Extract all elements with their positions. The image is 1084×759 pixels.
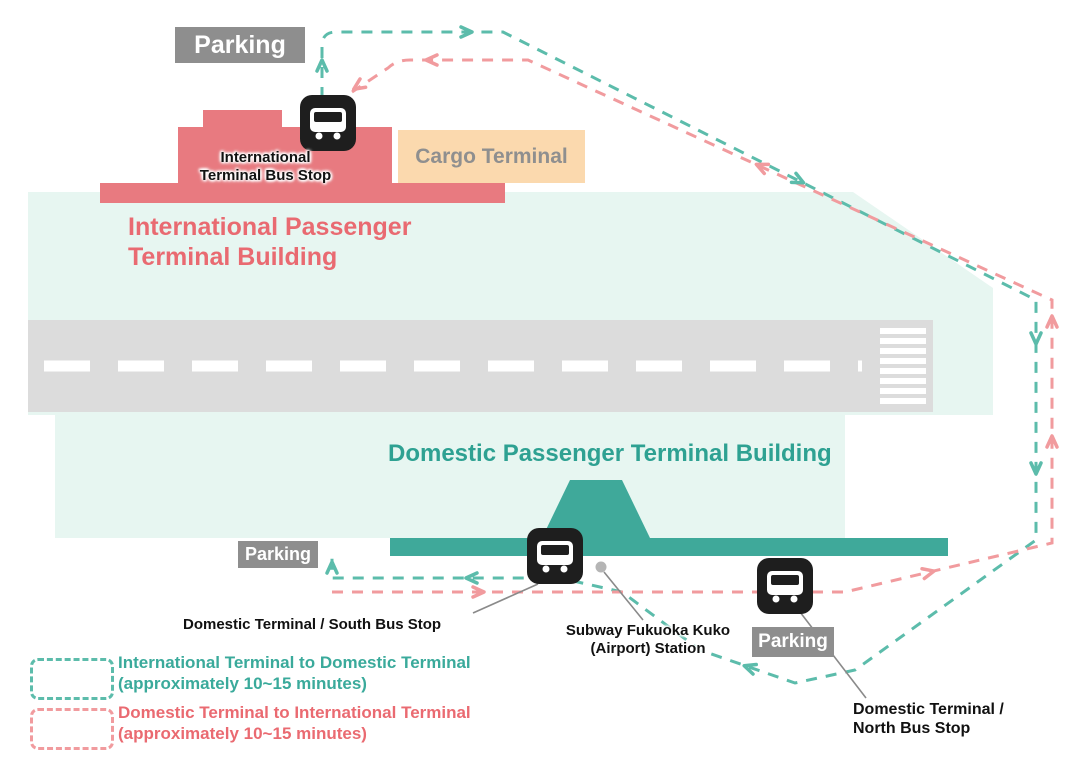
runway: [28, 320, 933, 412]
north-bus-stop-label: Domestic Terminal / North Bus Stop: [853, 700, 1004, 738]
south-bus-stop-label: Domestic Terminal / South Bus Stop: [183, 616, 442, 633]
international-terminal-title: International Passenger Terminal Buildin…: [128, 212, 411, 272]
route-arrows-international-to-domestic: [315, 25, 1043, 676]
legend-domestic-to-international-line1: Domestic Terminal to International Termi…: [118, 703, 471, 722]
cargo-terminal-label: Cargo Terminal: [398, 130, 585, 183]
international-terminal-title-line1: International Passenger: [128, 213, 412, 241]
international-bus-stop-label: International Terminal Bus Stop: [188, 149, 343, 185]
subway-station-label: Subway Fukuoka Kuko (Airport) Station: [550, 622, 746, 658]
international-bus-stop-label-line1: International: [220, 149, 311, 166]
legend-domestic-to-international-line2: (approximately 10~15 minutes): [118, 724, 367, 743]
subway-station-label-line1: Subway Fukuoka Kuko: [565, 622, 731, 639]
legend-swatch-domestic-to-international: [30, 708, 114, 750]
legend-international-to-domestic-line2: (approximately 10~15 minutes): [118, 674, 367, 693]
legend-domestic-to-international: Domestic Terminal to International Termi…: [118, 702, 471, 744]
legend-swatch-international-to-domestic: [30, 658, 114, 700]
north-bus-stop-label-line2: North Bus Stop: [853, 720, 971, 737]
international-terminal-building-shape: [100, 110, 505, 203]
runway-threshold-markings: [880, 328, 926, 404]
domestic-terminal-title: Domestic Passenger Terminal Building: [388, 440, 832, 467]
legend-international-to-domestic: International Terminal to Domestic Termi…: [118, 652, 471, 694]
parking-label-international: Parking: [175, 27, 305, 63]
bus-stop-icon-domestic-north: [757, 558, 813, 614]
subway-station-dot: [595, 561, 607, 573]
legend-international-to-domestic-line1: International Terminal to Domestic Termi…: [118, 653, 471, 672]
route-domestic-to-international: [332, 58, 1054, 594]
mint-area-lower: [55, 415, 845, 538]
international-bus-stop-label-line2: Terminal Bus Stop: [199, 167, 332, 184]
route-arrows-domestic-to-international: [351, 53, 1059, 599]
north-bus-stop-label-line1: Domestic Terminal /: [853, 701, 1004, 718]
subway-station-label-line2: (Airport) Station: [590, 640, 706, 657]
parking-label-domestic-north: Parking: [752, 627, 834, 657]
bus-stop-icon-domestic-south: [527, 528, 583, 584]
bus-stop-icon-international: [300, 95, 356, 151]
parking-label-domestic-south: Parking: [238, 541, 318, 568]
international-terminal-title-line2: Terminal Building: [128, 243, 338, 271]
